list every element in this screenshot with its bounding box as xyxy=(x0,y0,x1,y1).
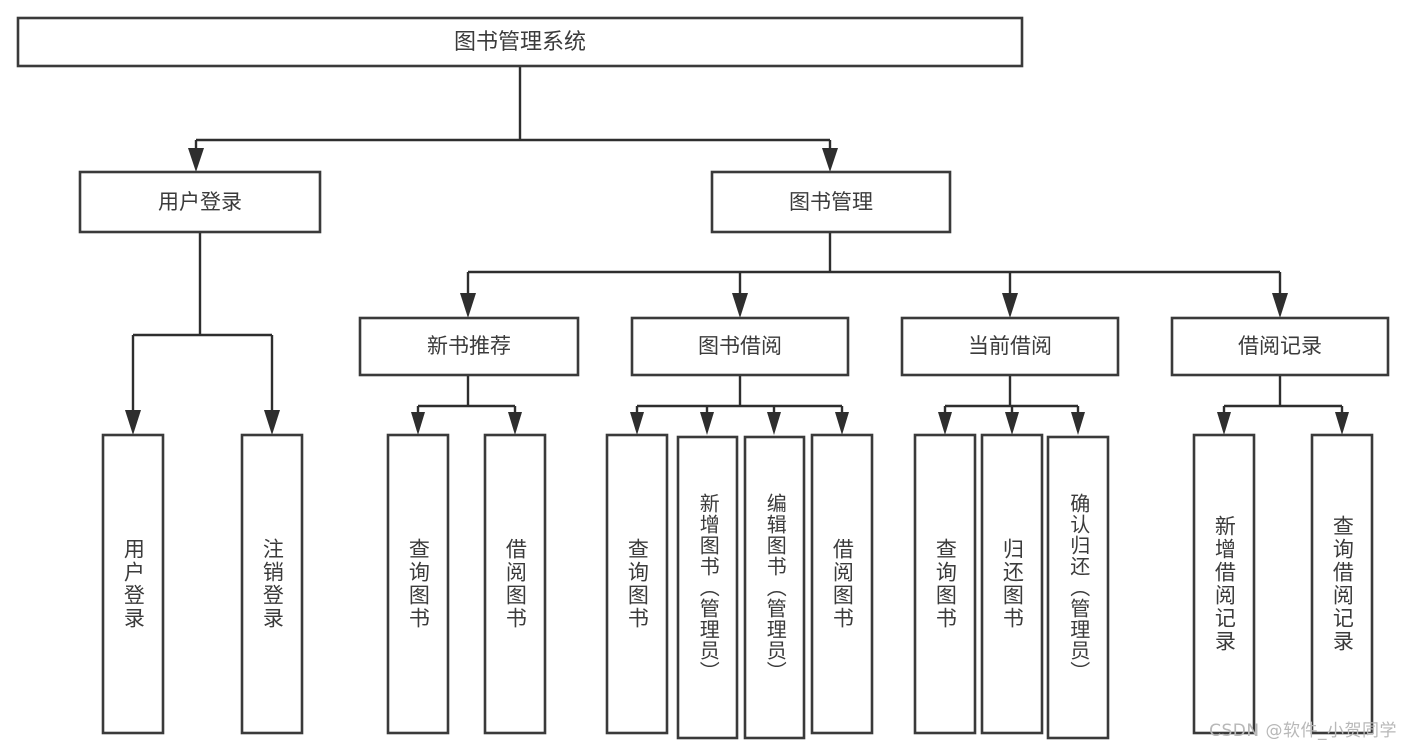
node-current-borrow-box[interactable] xyxy=(900,316,1120,377)
arrow-newbook-leaf-1 xyxy=(411,412,425,435)
node-book-management-label: 图书管理 xyxy=(789,190,873,214)
arrow-record-leaf-2 xyxy=(1335,412,1349,435)
leaf-record-query-box[interactable] xyxy=(1310,433,1374,735)
arrow-current-leaf-1 xyxy=(938,412,952,435)
arrow-root-to-bookmgmt xyxy=(822,148,838,172)
leaf-current-return-box[interactable] xyxy=(980,433,1044,735)
node-book-borrow-box[interactable] xyxy=(630,316,850,377)
arrow-root-to-user xyxy=(188,148,204,172)
connector-layer xyxy=(125,66,1349,435)
leaf-record-add-box[interactable] xyxy=(1192,433,1256,735)
node-book-borrow-label: 图书借阅 xyxy=(698,334,782,358)
node-borrow-record-label: 借阅记录 xyxy=(1238,334,1322,358)
arrow-bm-level2-3 xyxy=(1002,293,1018,318)
arrow-bm-level2-2 xyxy=(732,293,748,318)
node-new-book-recommend-box[interactable] xyxy=(358,316,580,377)
node-user-login-label: 用户登录 xyxy=(158,190,242,214)
arrow-bm-level2-4 xyxy=(1272,293,1288,318)
arrow-bm-level2-1 xyxy=(460,293,476,318)
leaf-borrow-query-box[interactable] xyxy=(605,433,669,735)
arrow-newbook-leaf-2 xyxy=(508,412,522,435)
leaf-current-confirm-box[interactable] xyxy=(1046,435,1110,740)
leaf-current-query-box[interactable] xyxy=(913,433,977,735)
arrow-borrow-leaf-3 xyxy=(767,412,781,435)
node-new-book-recommend-label: 新书推荐 xyxy=(427,334,511,358)
leaf-user-logout-box[interactable] xyxy=(240,433,304,735)
node-root-label: 图书管理系统 xyxy=(454,30,586,55)
arrow-user-leaf-1 xyxy=(125,410,141,435)
node-book-management-box[interactable] xyxy=(710,170,952,234)
arrow-borrow-leaf-2 xyxy=(700,412,714,435)
arrow-borrow-leaf-1 xyxy=(630,412,644,435)
arrow-current-leaf-2 xyxy=(1005,412,1019,435)
node-root-box[interactable] xyxy=(16,16,1024,68)
node-borrow-record-box[interactable] xyxy=(1170,316,1390,377)
leaf-newbook-query-box[interactable] xyxy=(386,433,450,735)
node-layer: 图书管理系统 用户登录 图书管理 新书推荐 图书借阅 当前借阅 借阅记录 xyxy=(16,16,1390,740)
leaf-borrow-add-box[interactable] xyxy=(676,435,739,740)
node-user-login-box[interactable] xyxy=(78,170,322,234)
node-current-borrow-label: 当前借阅 xyxy=(968,334,1052,358)
leaf-user-login-box[interactable] xyxy=(101,433,165,735)
leaf-borrow-edit-box[interactable] xyxy=(743,435,806,740)
arrow-current-leaf-3 xyxy=(1071,412,1085,435)
arrow-borrow-leaf-4 xyxy=(835,412,849,435)
arrow-user-leaf-2 xyxy=(264,410,280,435)
leaf-newbook-borrow-box[interactable] xyxy=(483,433,547,735)
leaf-borrow-borrowbook-box[interactable] xyxy=(810,433,874,735)
arrow-record-leaf-1 xyxy=(1217,412,1231,435)
